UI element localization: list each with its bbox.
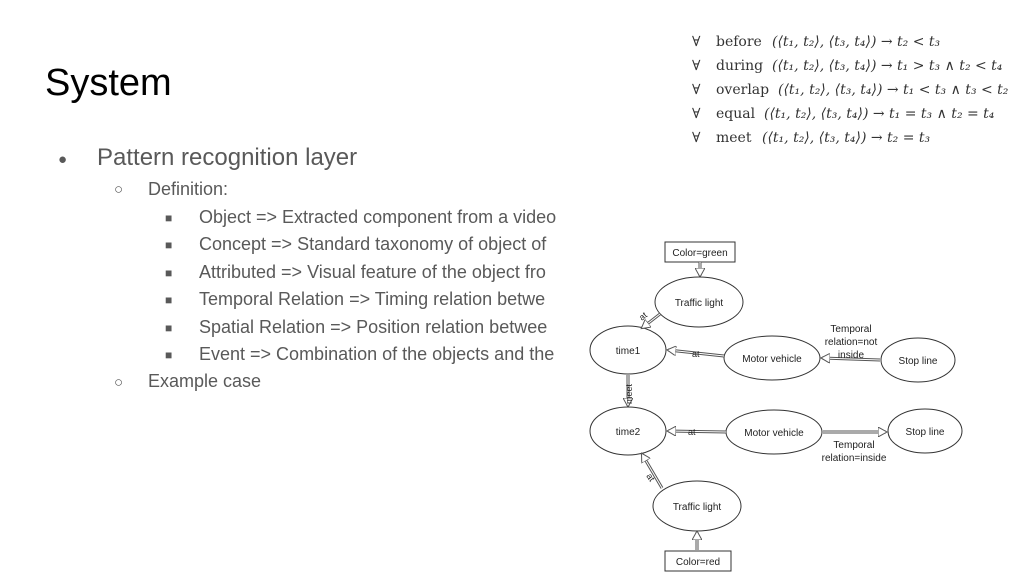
bullet-marker-l2: ○ bbox=[114, 374, 124, 391]
forall-symbol: ∀ bbox=[692, 58, 701, 74]
bullet-object: Object => Extracted component from a vid… bbox=[199, 207, 557, 227]
traffic-event-diagram: Color=green Traffic light time1 at Motor… bbox=[589, 241, 963, 572]
bullet-marker-l3: ■ bbox=[165, 348, 173, 362]
node-motor-vehicle-bottom-label: Motor vehicle bbox=[744, 428, 804, 439]
bullet-marker-l1: ● bbox=[58, 151, 68, 168]
edge-label-temporal-not-inside-1: Temporal bbox=[830, 324, 871, 335]
forall-symbol: ∀ bbox=[692, 106, 701, 122]
color-red-box bbox=[664, 550, 732, 572]
bullet-attributed: Attributed => Visual feature of the obje… bbox=[199, 262, 546, 282]
formula-expr: (⟨t₁, t₂⟩, ⟨t₃, t₄⟩) → t₂ < t₃ bbox=[772, 34, 941, 50]
edge-label-temporal-inside-2: relation=inside bbox=[822, 453, 887, 464]
edge-label-temporal-not-inside-3: inside bbox=[838, 350, 865, 361]
bullet-marker-l3: ■ bbox=[165, 238, 173, 252]
edge-label-at: at bbox=[692, 349, 700, 359]
color-green-label: Color=green bbox=[672, 248, 727, 259]
node-time1-label: time1 bbox=[616, 346, 641, 357]
node-stop-line-top-label: Stop line bbox=[899, 356, 938, 367]
formula-expr: (⟨t₁, t₂⟩, ⟨t₃, t₄⟩) → t₁ < t₃ ∧ t₃ < t₂ bbox=[778, 82, 1009, 98]
bullet-marker-l3: ■ bbox=[165, 266, 173, 280]
formula-name: equal bbox=[716, 106, 756, 122]
edge-label-at: at bbox=[637, 310, 650, 323]
bullet-temporal-relation: Temporal Relation => Timing relation bet… bbox=[199, 289, 546, 309]
temporal-relation-formulas: ∀ before (⟨t₁, t₂⟩, ⟨t₃, t₄⟩) → t₂ < t₃ … bbox=[688, 30, 1008, 152]
bullet-example-case: Example case bbox=[148, 371, 262, 391]
node-stop-line-bottom bbox=[887, 408, 963, 454]
edge-label-at: at bbox=[644, 471, 657, 483]
bullet-marker-l3: ■ bbox=[165, 211, 173, 225]
bullet-spatial-relation: Spatial Relation => Position relation be… bbox=[199, 317, 548, 337]
node-traffic-light-bottom-label: Traffic light bbox=[673, 502, 722, 513]
node-time2-label: time2 bbox=[616, 427, 641, 438]
edge-label-temporal-not-inside-2: relation=not bbox=[825, 337, 878, 348]
forall-symbol: ∀ bbox=[692, 82, 701, 98]
formula-expr: (⟨t₁, t₂⟩, ⟨t₃, t₄⟩) → t₁ = t₃ ∧ t₂ = t₄ bbox=[764, 106, 995, 122]
formula-expr: (⟨t₁, t₂⟩, ⟨t₃, t₄⟩) → t₁ > t₃ ∧ t₂ < t₄ bbox=[772, 58, 1003, 74]
node-stop-line-bottom-label: Stop line bbox=[906, 427, 945, 438]
edge-label-meet: meet bbox=[624, 383, 634, 404]
bullet-pattern-recognition: Pattern recognition layer bbox=[97, 144, 358, 171]
forall-symbol: ∀ bbox=[692, 34, 701, 50]
bullet-marker-l2: ○ bbox=[114, 181, 124, 198]
bullet-event: Event => Combination of the objects and … bbox=[199, 344, 555, 364]
node-motor-vehicle-top-label: Motor vehicle bbox=[742, 354, 802, 365]
formula-name: meet bbox=[716, 130, 752, 146]
edge-label-temporal-inside-1: Temporal bbox=[833, 440, 874, 451]
bullet-marker-l3: ■ bbox=[165, 321, 173, 335]
slide-title: System bbox=[45, 62, 172, 104]
formula-name: overlap bbox=[716, 82, 770, 98]
edge-label-at: at bbox=[688, 427, 696, 437]
bullet-definition: Definition: bbox=[148, 179, 229, 199]
node-traffic-light-top bbox=[654, 276, 744, 328]
forall-symbol: ∀ bbox=[692, 130, 701, 146]
bullet-concept: Concept => Standard taxonomy of object o… bbox=[199, 234, 547, 254]
node-traffic-light-top-label: Traffic light bbox=[675, 298, 724, 309]
bullet-marker-l3: ■ bbox=[165, 293, 173, 307]
node-stop-line-top bbox=[880, 337, 956, 383]
formula-name: during bbox=[716, 58, 764, 74]
formula-expr: (⟨t₁, t₂⟩, ⟨t₃, t₄⟩) → t₂ = t₃ bbox=[762, 130, 931, 146]
color-red-label: Color=red bbox=[676, 557, 720, 568]
formula-name: before bbox=[716, 34, 762, 50]
